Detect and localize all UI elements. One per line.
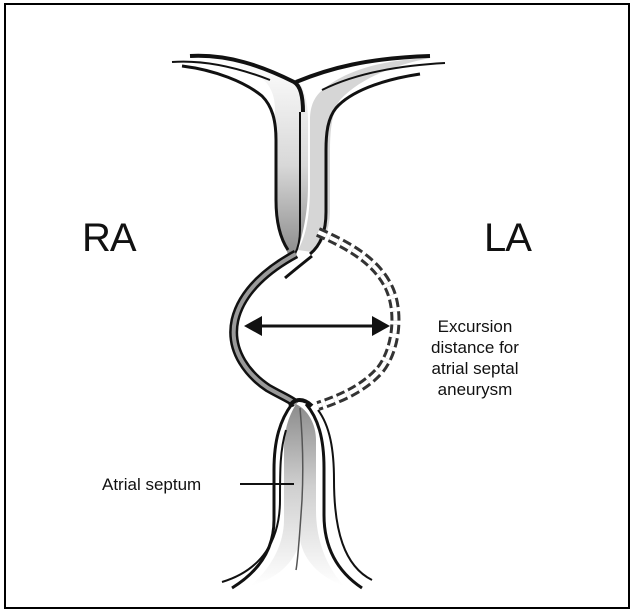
excursion-label-line-1: Excursion (404, 316, 546, 337)
excursion-label-line-3: atrial septal (404, 358, 546, 379)
lower-right-outer (318, 410, 372, 580)
excursion-arrow (244, 316, 390, 336)
aneurysm-ra-bulge (234, 254, 312, 404)
aneurysm-la-bulge-dashed (318, 232, 395, 406)
upper-left-outline (182, 66, 288, 250)
atrial-septum-label: Atrial septum (102, 475, 201, 495)
lower-septum (222, 400, 372, 588)
excursion-distance-label: Excursion distance for atrial septal ane… (404, 316, 546, 400)
excursion-label-line-4: aneurysm (404, 379, 546, 400)
upper-septum (172, 55, 445, 256)
upper-septum-fill (188, 55, 308, 256)
upper-septum-fill-right (298, 58, 430, 252)
excursion-label-line-2: distance for (404, 337, 546, 358)
left-atrium-label: LA (484, 216, 531, 261)
right-atrium-label: RA (82, 216, 136, 261)
